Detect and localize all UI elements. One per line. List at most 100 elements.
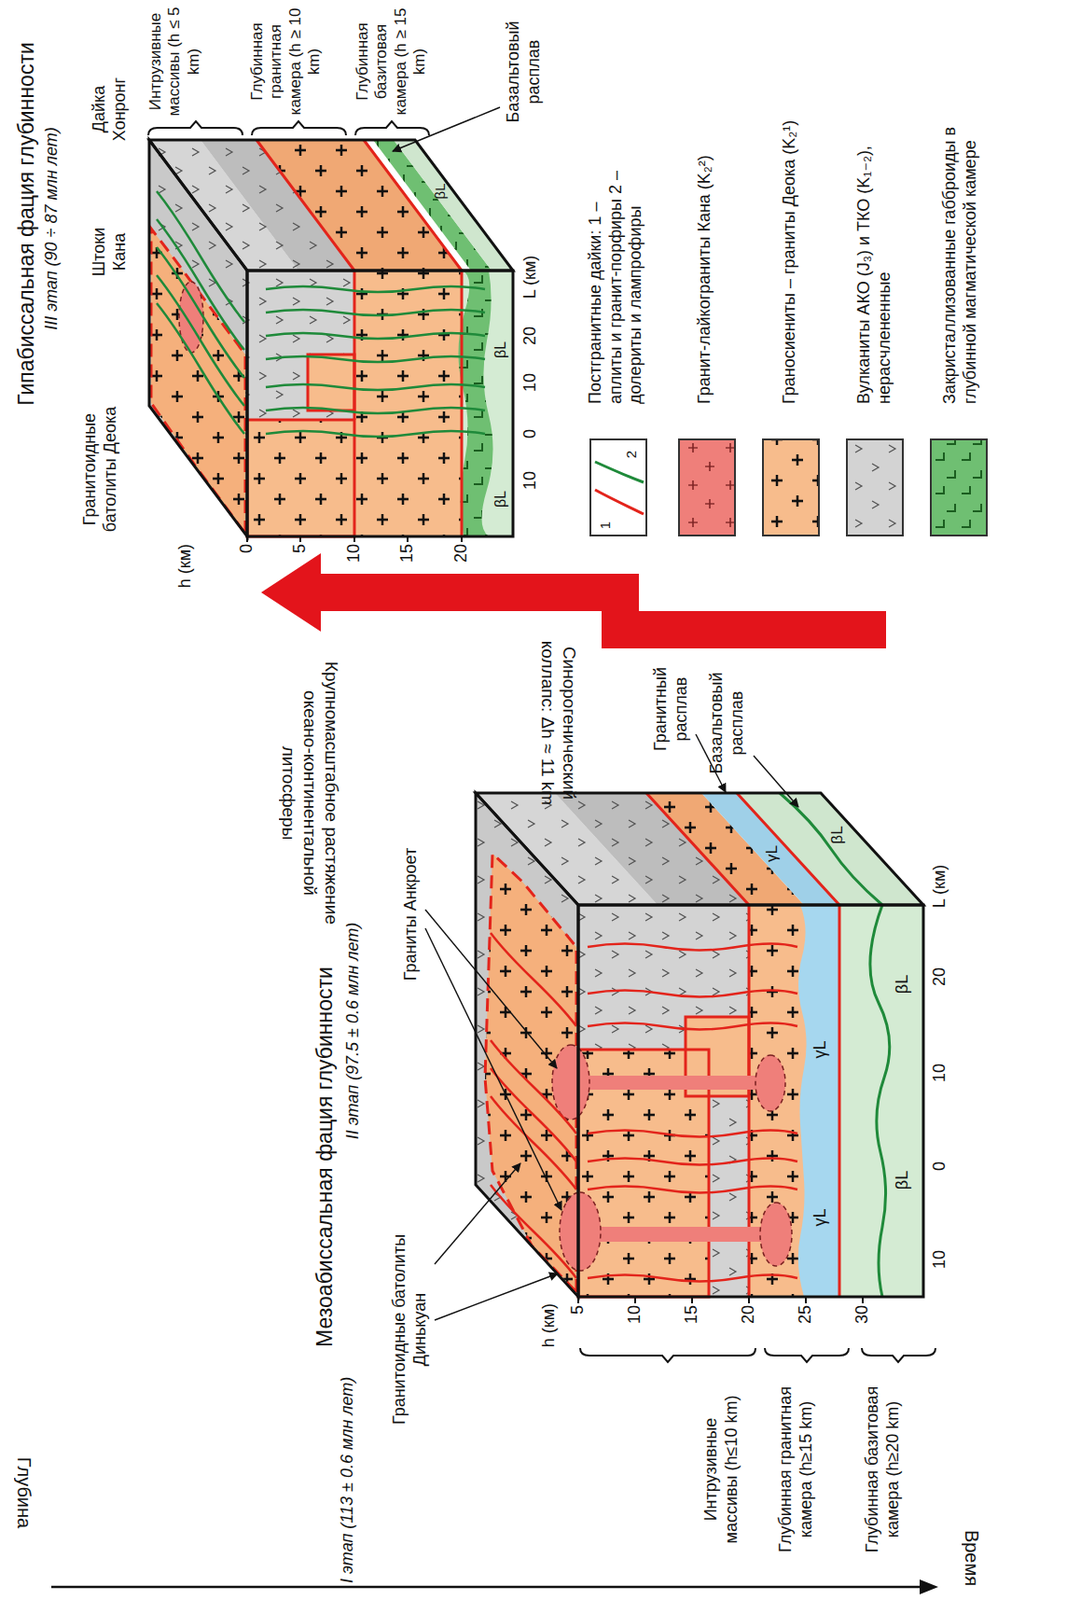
annotation-label: 2 bbox=[623, 446, 640, 462]
granite-conduit bbox=[755, 1054, 786, 1111]
stage-label: II этап (97.5 ± 0.6 млн лет) bbox=[343, 890, 364, 1171]
granite-conduit bbox=[552, 1044, 590, 1120]
mesoabyssal-block bbox=[475, 792, 579, 1297]
arrow-label: Крупномасштабное растяжение океано-конти… bbox=[277, 657, 342, 929]
swatch-pattern bbox=[931, 440, 986, 535]
dolerite-dykes bbox=[265, 286, 485, 292]
legend-text: Граносиениты – граниты Деока (K₂¹) bbox=[779, 58, 801, 404]
depth-brackets bbox=[861, 1347, 936, 1362]
hypabyssal-block bbox=[247, 270, 513, 537]
granite-dykes bbox=[587, 990, 798, 998]
legend-text: Закристаллизованные габброиды в глубинно… bbox=[940, 58, 981, 404]
annotation-label: βL bbox=[892, 1161, 914, 1199]
granite-dykes bbox=[490, 1039, 577, 1134]
depth-axis bbox=[51, 1585, 922, 1589]
annotation-label: Глубинная гранитная камера (h ≥ 10 km) bbox=[248, 6, 325, 117]
annotation-label: 10 bbox=[344, 543, 365, 582]
leader-lines bbox=[434, 1163, 521, 1264]
annotation-label: 0 bbox=[520, 415, 541, 453]
annotation-label: 20 bbox=[520, 317, 541, 355]
granite-dykes bbox=[587, 1130, 798, 1137]
dolerite-dykes bbox=[156, 191, 485, 437]
annotation-label: βL bbox=[828, 816, 847, 854]
swatch-pattern bbox=[679, 440, 735, 535]
annotation-label: L (км) bbox=[929, 853, 951, 919]
annotation-label: 10 bbox=[520, 363, 541, 402]
dolerite-dykes bbox=[156, 219, 245, 350]
hypabyssal-block bbox=[151, 228, 246, 534]
annotation-label: Время bbox=[960, 1524, 984, 1591]
stage-label: III этап (90 ÷ 87 млн лет) bbox=[41, 97, 63, 360]
leader-lines bbox=[425, 909, 557, 1068]
legend-swatch bbox=[678, 438, 736, 537]
annotation-label: 0 bbox=[236, 543, 258, 582]
dolerite-dykes bbox=[265, 356, 485, 362]
hypabyssal-block bbox=[307, 354, 355, 411]
hypabyssal-block bbox=[247, 419, 462, 537]
leader-lines bbox=[425, 928, 562, 1210]
process-arrow bbox=[318, 592, 887, 630]
granite-dykes bbox=[587, 1186, 798, 1193]
annotation-label: 5 bbox=[290, 543, 311, 582]
annotation-label: βL bbox=[431, 172, 449, 210]
dolerite-dykes bbox=[265, 332, 485, 339]
annotation-label: L (км) bbox=[520, 244, 541, 310]
dyke-sample bbox=[595, 461, 644, 483]
annotation-label: βL bbox=[491, 331, 510, 369]
annotation-label: Глубина bbox=[13, 1441, 36, 1544]
legend-swatch bbox=[762, 438, 820, 537]
mesoabyssal-block bbox=[779, 792, 883, 905]
depth-brackets bbox=[580, 1347, 756, 1362]
legend-text: Постгранитные дайки: 1 – аплиты и гранит… bbox=[585, 152, 647, 404]
hypabyssal-block bbox=[373, 139, 492, 271]
granite-dykes bbox=[587, 1023, 798, 1030]
annotation-label: 5 bbox=[568, 1304, 589, 1343]
annotation-label: 20 bbox=[929, 957, 951, 996]
annotation-label: 25 bbox=[795, 1304, 817, 1343]
depth-brackets bbox=[764, 1347, 849, 1362]
granite-dykes bbox=[490, 1184, 577, 1278]
granite-conduit bbox=[578, 1075, 761, 1090]
depth-brackets bbox=[355, 121, 430, 136]
annotation-label: 30 bbox=[852, 1304, 873, 1343]
dolerite-dykes bbox=[265, 407, 485, 414]
mesoabyssal-block bbox=[736, 792, 924, 905]
annotation-label: Граниты Анкроет bbox=[401, 820, 422, 1008]
mesoabyssal-block bbox=[870, 904, 890, 1297]
mesoabyssal-block bbox=[839, 904, 924, 1297]
annotation-label: Синорогенический коллапс: Δh ≈ 11 km bbox=[536, 624, 580, 821]
annotation-label: Интрузивные массивы (h ≤ 5 km) bbox=[146, 6, 204, 117]
granite-conduit bbox=[587, 1226, 765, 1242]
arrow-head bbox=[261, 553, 321, 632]
annotation-label: Базальтовый расплав bbox=[706, 666, 748, 779]
legend-swatch bbox=[845, 438, 904, 537]
granite-conduit bbox=[559, 1191, 601, 1271]
leader-lines bbox=[753, 755, 799, 807]
annotation-label: 10 bbox=[624, 1304, 646, 1343]
mesoabyssal-block bbox=[578, 1296, 863, 1303]
leader-lines bbox=[392, 107, 799, 1320]
dolerite-dykes bbox=[156, 275, 245, 406]
swatch-pattern bbox=[931, 440, 986, 535]
annotation-label: γL bbox=[810, 1030, 832, 1068]
annotation-label: γL bbox=[762, 834, 782, 873]
annotation-label: Базальтовый расплав bbox=[503, 13, 544, 131]
annotation-label: Глубинная базитовая камера (h ≥ 15 km) bbox=[353, 6, 430, 117]
legend-text: Вулканиты АКО (J₃) и ТКО (K₁₋₂), нерасчл… bbox=[854, 58, 895, 404]
granite-conduit bbox=[760, 1202, 792, 1266]
legend-text: Гранит-лайкограниты Кана (K₂²) bbox=[694, 58, 716, 404]
annotation-label: 0 bbox=[929, 1147, 951, 1185]
mesoabyssal-block bbox=[646, 792, 840, 905]
annotation-label: h (км) bbox=[539, 1302, 560, 1369]
granite-dykes bbox=[587, 943, 798, 951]
hypabyssal-block bbox=[247, 419, 355, 537]
annotation-label: 10 bbox=[929, 1240, 951, 1278]
granite-dykes bbox=[490, 932, 577, 1026]
depth-axis bbox=[919, 1579, 939, 1594]
dyke-sample bbox=[595, 489, 644, 514]
hypabyssal-block bbox=[373, 139, 492, 271]
dolerite-dykes bbox=[156, 247, 245, 378]
